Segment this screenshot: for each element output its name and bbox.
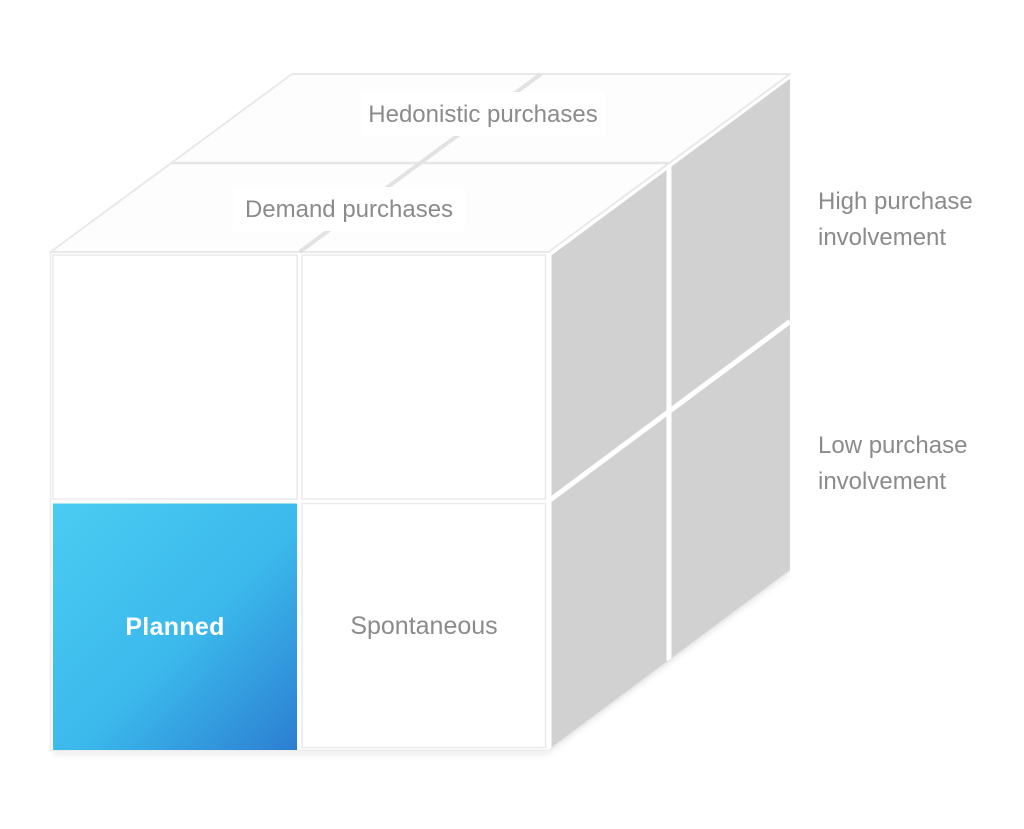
front-face-outline (49, 252, 548, 752)
label-spontaneous: Spontaneous (350, 612, 497, 640)
right-face-height-divider (546, 319, 792, 504)
cell-demand-high (52, 254, 298, 500)
label-low-purchase-line1: Low purchase (818, 432, 967, 459)
label-planned: Planned (125, 613, 224, 641)
label-low-purchase-line2: involvement (818, 468, 946, 495)
right-face-bottom-edge (548, 570, 791, 752)
cell-hedonistic-high (301, 254, 547, 500)
high-involvement-label: High purchase involvement (818, 188, 973, 251)
label-high-purchase-line2: involvement (818, 224, 946, 251)
hedonistic-label-background (361, 92, 605, 136)
label-demand-purchases: Demand purchases (245, 196, 453, 223)
demand-label-background (233, 187, 465, 231)
label-hedonistic-purchases: Hedonistic purchases (368, 101, 597, 128)
label-high-purchase-line1: High purchase (818, 188, 973, 215)
cell-planned (53, 503, 297, 750)
low-involvement-label: Low purchase involvement (818, 432, 967, 495)
cell-spontaneous (301, 502, 547, 749)
